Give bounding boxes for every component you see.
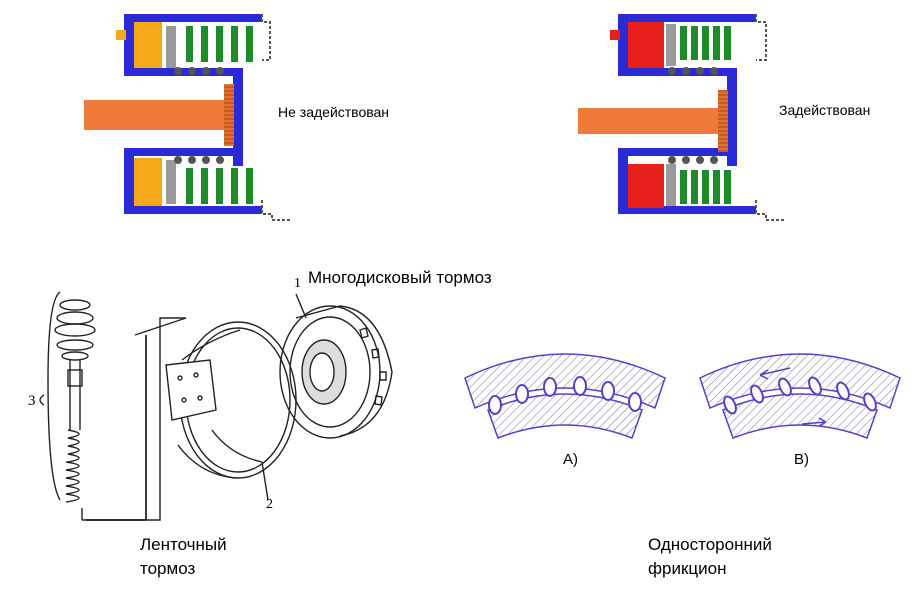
rotation-arrow-top (759, 367, 791, 380)
servo-valve (54, 299, 96, 430)
friction-discs-top-applied (666, 24, 731, 66)
band-brake-illustration (39, 291, 297, 521)
drum-outline-applied (755, 14, 786, 221)
shaft-spline (224, 84, 234, 146)
shaft-spline-applied (718, 90, 728, 152)
multidisc-drum-illustration (279, 293, 393, 439)
callout-3: 3 (28, 393, 36, 409)
sprag-elements-b (723, 376, 877, 415)
band-brake-title-line1: Ленточный (140, 535, 227, 554)
one-way-clutch-title-line2: фрикцион (648, 559, 727, 578)
linkage-line (81, 317, 186, 521)
friction-discs-bottom (166, 160, 253, 204)
piston-top-applied (628, 22, 664, 68)
return-springs-applied (668, 67, 718, 164)
one-way-label-a: A) (563, 451, 578, 468)
piston-bottom (134, 158, 162, 206)
sprag-elements-a (488, 376, 642, 415)
brake-band (165, 321, 297, 479)
one-way-clutch-title-line1: Односторонний (648, 535, 772, 554)
servo-bracket (47, 291, 61, 501)
one-way-label-b: B) (794, 451, 809, 468)
piston-top (134, 22, 162, 68)
friction-discs-top (166, 26, 253, 68)
multidisc-brake-title: Многодисковый тормоз (308, 268, 492, 287)
output-shaft-applied (578, 108, 718, 134)
drum-outline (261, 14, 292, 221)
return-springs (174, 67, 224, 164)
band-brake-title-line2: тормоз (140, 559, 196, 578)
one-way-clutch-b (699, 353, 901, 439)
label-engaged: Задействован (779, 102, 871, 118)
piston-rod-applied (610, 30, 620, 40)
rotation-arrow-bottom (801, 417, 827, 427)
output-shaft (84, 100, 224, 130)
callout-1: 1 (294, 276, 301, 291)
piston-bottom-applied (628, 164, 664, 208)
piston-rod (116, 30, 126, 40)
label-not-engaged: Не задействован (278, 104, 390, 120)
clutch-released-diagram (84, 14, 292, 221)
clutch-housing-bottom-applied (618, 148, 756, 214)
clutch-housing-bottom (124, 148, 262, 214)
servo-springs (65, 429, 80, 503)
friction-discs-bottom-applied (666, 164, 731, 206)
callout-2: 2 (266, 497, 273, 512)
one-way-clutch-a (464, 353, 666, 439)
clutch-applied-diagram (578, 14, 786, 221)
